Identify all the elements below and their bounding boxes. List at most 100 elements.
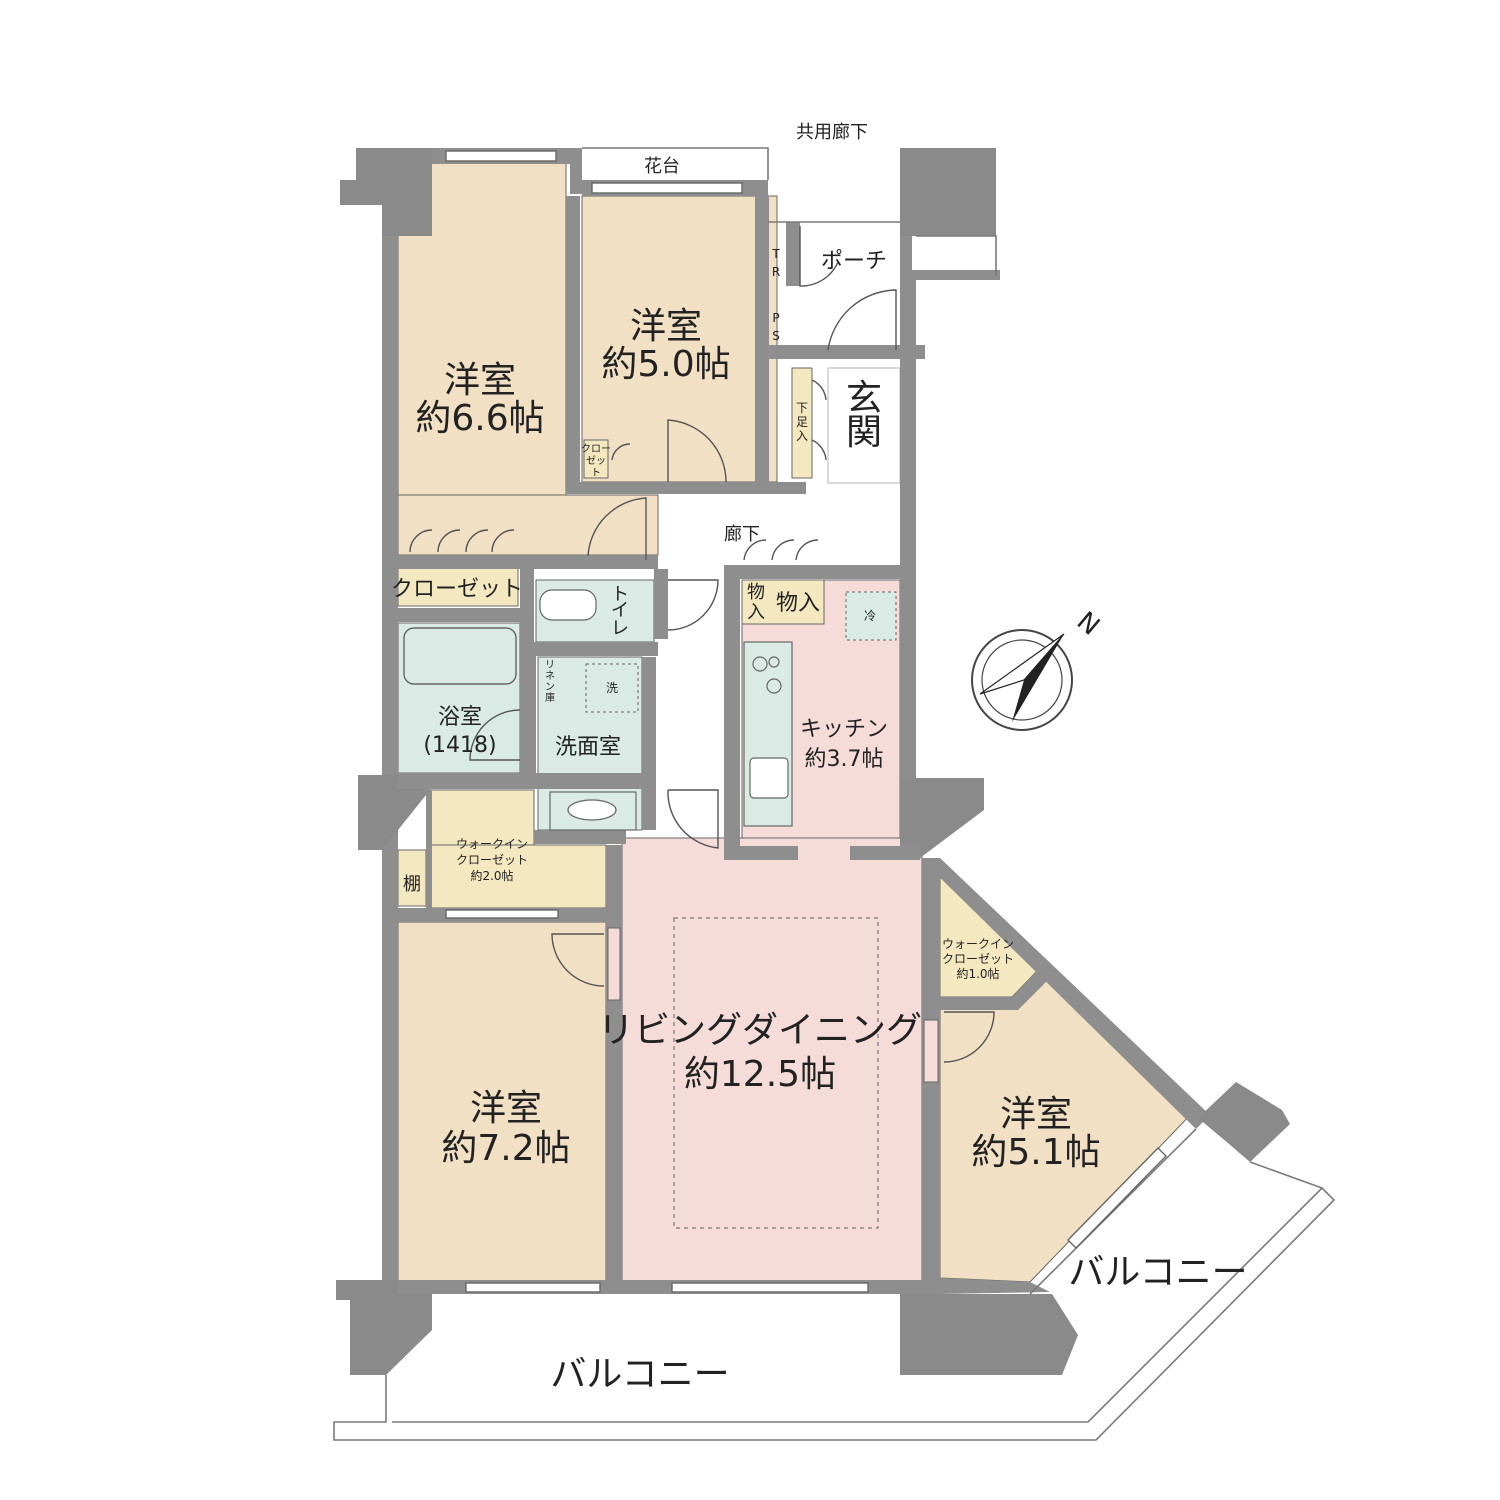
wall-right-5-0 xyxy=(755,196,769,488)
pillar-bottom-left xyxy=(336,1280,432,1375)
label-room-5-1-size: 約5.1帖 xyxy=(971,1132,1100,1173)
wic-2-0-fill-b xyxy=(429,844,607,909)
label-storage-small-2: 入 xyxy=(747,602,765,623)
entrance-tile-fill xyxy=(827,367,901,484)
wall-right-outer xyxy=(900,276,916,856)
wall-wic-left xyxy=(426,790,432,908)
label-entrance-1: 玄 xyxy=(846,378,882,419)
label-toilet-2: イ xyxy=(611,600,629,621)
stove-burner-1 xyxy=(752,656,768,672)
wall-diagonal-right xyxy=(920,858,1210,1129)
wall-kitchen-bottom-r xyxy=(850,846,920,860)
label-shoe-1: 下 xyxy=(796,401,808,415)
pillar-top-left xyxy=(340,148,432,236)
label-corridor-shared: 共用廊下 xyxy=(796,122,868,143)
window-7-2 xyxy=(465,1282,601,1293)
window-wic-2-0 xyxy=(445,909,559,919)
wall-left xyxy=(382,222,398,1282)
label-wic-1-0-1: ウォークイン xyxy=(942,937,1014,951)
label-balcony-right: バルコニー xyxy=(1068,1252,1247,1293)
compass-outer xyxy=(971,629,1073,731)
wall-bottom-5-0 xyxy=(566,482,806,494)
label-ldk-name: リビングダイニング xyxy=(598,1010,922,1051)
stove-burner-3 xyxy=(768,656,780,668)
pillar-mid-left xyxy=(358,775,430,850)
shoe-storage-fill xyxy=(791,367,813,479)
label-room-5-0-name: 洋室 xyxy=(630,306,702,347)
flower-bed-outline xyxy=(582,147,769,180)
label-wic-2-0-3: 約2.0帖 xyxy=(470,868,513,883)
label-flower-bed: 花台 xyxy=(644,156,680,177)
wall-tr-ps xyxy=(786,222,800,286)
label-small-closet-3: ト xyxy=(591,468,601,479)
wall-kitchen-left xyxy=(724,565,740,860)
wall-toilet-right xyxy=(654,569,668,639)
label-bath-name: 浴室 xyxy=(438,705,482,730)
washer-box xyxy=(585,663,639,713)
label-room-5-1-name: 洋室 xyxy=(1000,1094,1072,1135)
door-5-1 xyxy=(943,1011,995,1063)
label-wic-2-0-1: ウォークイン xyxy=(456,837,528,851)
windows xyxy=(445,150,1167,1293)
label-linen-1: リ xyxy=(545,660,555,671)
label-linen-4: 庫 xyxy=(545,691,555,704)
label-porch: ポーチ xyxy=(821,249,887,274)
label-storage-small-1: 物 xyxy=(747,582,765,603)
label-shelf: 棚 xyxy=(403,874,421,895)
wall-kitchen-top xyxy=(724,565,900,579)
fridge-box xyxy=(845,591,897,641)
pillar-diag-right xyxy=(1198,1082,1290,1162)
label-room-6-6-name: 洋室 xyxy=(444,360,516,401)
label-room-5-0-size: 約5.0帖 xyxy=(601,344,730,385)
wall-wash-right xyxy=(642,657,656,830)
label-ldk-size: 約12.5帖 xyxy=(684,1054,836,1095)
window-5-1-left xyxy=(923,1019,939,1083)
wall-bottom-right xyxy=(940,1278,1050,1294)
porch-right-box xyxy=(916,235,997,276)
label-storage: 物入 xyxy=(776,591,820,616)
wall-ps-bottom xyxy=(755,345,925,359)
stove-burner-2 xyxy=(766,678,782,694)
ldk-rug-outline xyxy=(673,917,879,1229)
compass-north-label: N xyxy=(1071,606,1105,641)
label-linen-3: ン xyxy=(545,682,555,693)
wall-porch-right xyxy=(900,236,912,276)
wall-kitchen-bottom xyxy=(724,846,798,860)
pillar-top-right xyxy=(900,148,996,236)
label-small-closet-1: クロー xyxy=(581,443,611,455)
bathtub xyxy=(403,627,517,685)
wall-wic-1-0 xyxy=(940,968,1050,1010)
door-closet-hall xyxy=(743,539,819,561)
label-closet: クローゼット xyxy=(391,577,523,602)
label-toilet-1: ト xyxy=(611,584,629,605)
pillar-bottom-right xyxy=(900,1294,1028,1375)
door-hall xyxy=(667,789,719,849)
door-5-0 xyxy=(667,419,727,483)
label-ps-s: S xyxy=(772,329,780,343)
window-ldk-left xyxy=(607,927,621,1001)
wall-bath-right xyxy=(520,656,536,774)
label-room-7-2-size: 約7.2帖 xyxy=(441,1128,570,1169)
label-room-6-6-size: 約6.6帖 xyxy=(415,398,544,439)
label-ps-p: P xyxy=(772,311,779,325)
window-ldk xyxy=(671,1282,869,1293)
label-bath-size: (1418) xyxy=(423,733,496,758)
fixtures xyxy=(403,589,879,1229)
label-wic-2-0-2: クローゼット xyxy=(456,853,528,867)
wall-wash-bottom xyxy=(534,830,626,844)
doors xyxy=(409,226,995,1063)
compass: N xyxy=(971,606,1105,731)
door-bath xyxy=(469,709,521,761)
wall-wic-right xyxy=(606,845,622,922)
compass-inner xyxy=(981,639,1063,721)
room-fills xyxy=(397,161,1196,1283)
wall-top-5-0 xyxy=(570,148,582,194)
label-entrance-2: 関 xyxy=(846,412,882,453)
label-tr-t: T xyxy=(771,247,780,261)
label-kitchen-name: キッチン xyxy=(800,717,888,742)
kitchen-sink xyxy=(749,757,789,799)
toilet-bowl xyxy=(539,589,597,621)
label-wic-1-0-3: 約1.0帖 xyxy=(956,966,999,981)
pillar-mid-right xyxy=(900,778,984,858)
